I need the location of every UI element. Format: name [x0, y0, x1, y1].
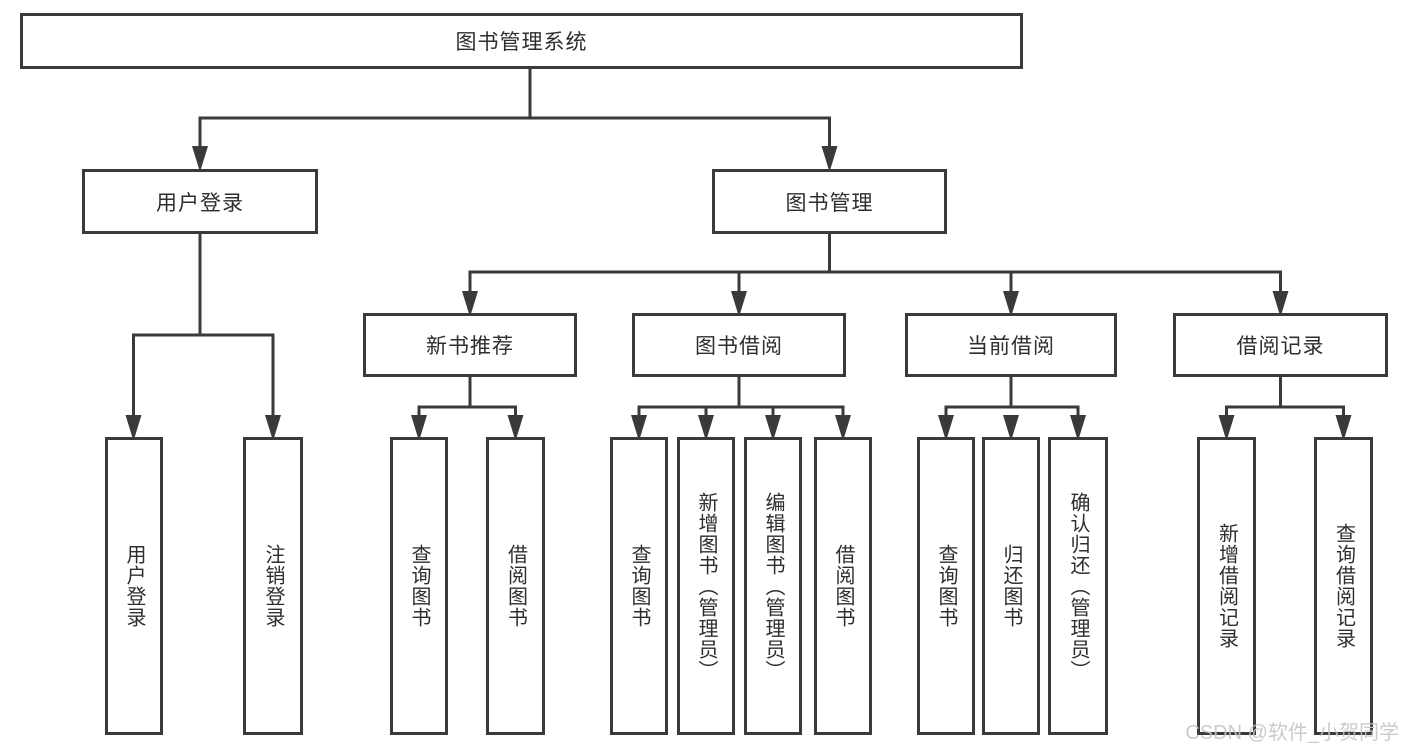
arrowhead-icon [1218, 415, 1235, 441]
leaf-user-login-label: 用户登录 [123, 544, 145, 628]
node-borrowing-records-label: 借阅记录 [1236, 335, 1325, 358]
node-current-borrowing-label: 当前借阅 [967, 335, 1055, 358]
leaf-query-books-current-label: 查询图书 [935, 544, 957, 628]
leaf-borrow-books-borrowing-label: 借阅图书 [832, 544, 854, 628]
leaf-add-books-admin: 新增图书（管理员） [677, 437, 735, 735]
node-borrowing-records: 借阅记录 [1173, 313, 1388, 377]
leaf-query-books-current: 查询图书 [917, 437, 975, 735]
leaf-return-books: 归还图书 [982, 437, 1040, 735]
leaf-query-books-recommend-label: 查询图书 [408, 544, 430, 628]
node-new-book-recommendation: 新书推荐 [363, 313, 577, 377]
arrowhead-icon [835, 415, 851, 441]
arrowhead-icon [631, 415, 647, 441]
node-book-management: 图书管理 [712, 169, 947, 234]
arrowhead-icon [698, 415, 714, 441]
arrowhead-icon [1272, 291, 1289, 317]
arrowhead-icon [125, 415, 142, 441]
arrowhead-icon [1070, 415, 1086, 441]
node-book-management-label: 图书管理 [785, 191, 874, 215]
leaf-return-books-label: 归还图书 [1000, 544, 1022, 628]
arrowhead-icon [1003, 291, 1019, 317]
node-user-login: 用户登录 [82, 169, 318, 234]
leaf-edit-books-admin-label: 编辑图书（管理员） [762, 491, 784, 681]
leaf-borrow-books-borrowing: 借阅图书 [814, 437, 872, 735]
arrowhead-icon [765, 415, 781, 441]
arrowhead-icon [1335, 415, 1352, 441]
leaf-query-books-borrowing-label: 查询图书 [628, 544, 650, 628]
arrowhead-icon [462, 291, 478, 317]
arrowhead-icon [1003, 415, 1019, 441]
connector-path [132, 66, 1345, 420]
csdn-watermark: CSDN @软件_小贺同学 [1185, 722, 1399, 744]
arrowhead-icon [192, 146, 208, 172]
leaf-edit-books-admin: 编辑图书（管理员） [744, 437, 802, 735]
leaf-logout-login: 注销登录 [243, 437, 303, 735]
leaf-query-borrow-record-label: 查询借阅记录 [1332, 523, 1355, 649]
leaf-add-borrow-record-label: 新增借阅记录 [1215, 523, 1238, 649]
leaf-query-books-borrowing: 查询图书 [610, 437, 668, 735]
leaf-borrow-books-recommend: 借阅图书 [486, 437, 545, 735]
arrowhead-icon [938, 415, 954, 441]
leaf-borrow-books-recommend-label: 借阅图书 [504, 544, 527, 628]
leaf-confirm-return-admin: 确认归还（管理员） [1048, 437, 1108, 735]
node-library-system-label: 图书管理系统 [455, 31, 588, 54]
leaf-logout-login-label: 注销登录 [262, 544, 284, 628]
arrowhead-icons [125, 146, 1352, 441]
leaf-query-borrow-record: 查询借阅记录 [1314, 437, 1373, 735]
arrowhead-icon [411, 415, 427, 441]
leaf-add-borrow-record: 新增借阅记录 [1197, 437, 1256, 735]
node-library-system: 图书管理系统 [20, 13, 1023, 69]
arrowhead-icon [265, 415, 281, 441]
leaf-user-login: 用户登录 [105, 437, 163, 735]
arrowhead-icon [507, 415, 524, 441]
node-book-borrowing: 图书借阅 [632, 313, 846, 377]
arrowhead-icon [821, 146, 838, 172]
leaf-add-books-admin-label: 新增图书（管理员） [695, 491, 717, 681]
node-new-book-recommendation-label: 新书推荐 [426, 335, 514, 358]
node-current-borrowing: 当前借阅 [905, 313, 1117, 377]
arrowhead-icon [731, 291, 747, 317]
node-user-login-label: 用户登录 [156, 191, 244, 215]
leaf-query-books-recommend: 查询图书 [390, 437, 448, 735]
node-book-borrowing-label: 图书借阅 [695, 335, 783, 358]
leaf-confirm-return-admin-label: 确认归还（管理员） [1067, 491, 1089, 681]
